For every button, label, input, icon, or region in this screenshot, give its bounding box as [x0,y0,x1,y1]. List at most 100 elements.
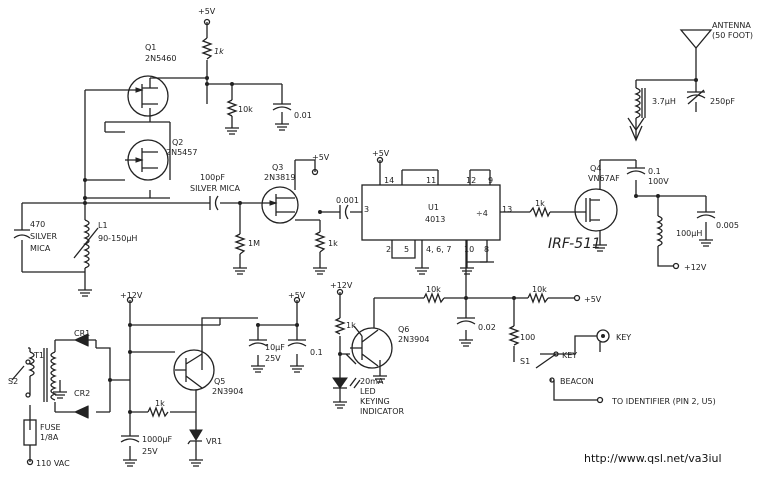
led-rays [349,377,361,389]
antenna-icon [679,29,713,50]
label-pin13: 13 [502,205,512,214]
junction-dots [83,76,698,414]
label-12v-led: +12V [330,281,353,290]
label-r10k-top: 10k [238,105,253,114]
transistor-q6 [350,327,393,369]
label-c1000: 1000µF [142,435,172,444]
label-s1: S1 [520,357,530,366]
label-c01-reg: 0.1 [310,348,323,357]
label-pin9: 9 [488,176,493,185]
label-c1000-v: 25V [142,447,158,456]
label-r1k-reg: 1k [155,399,165,408]
transistor-q5 [173,349,215,391]
label-key-jack: KEY [616,333,631,342]
label-led-type: LED [360,387,376,396]
label-key-switch: KEY [562,351,577,360]
label-fuse-rating: 1/8A [40,433,59,442]
label-tank-value: 470 [30,220,45,229]
label-pin467: 4, 6, 7 [426,245,451,254]
label-pin14: 14 [384,176,394,185]
label-r10k-b: 10k [532,285,547,294]
label-12v-q4: +12V [684,263,707,272]
label-5v-top: +5V [198,7,216,16]
label-led-indicator: INDICATOR [360,407,404,416]
label-c0005: 0.005 [716,221,739,230]
label-cout-v1: 0.1 [648,167,661,176]
label-q6-part: 2N3904 [398,335,429,344]
label-fuse: FUSE [40,423,61,432]
label-c10uf-v: 25V [265,354,281,363]
label-q3-part: 2N3819 [264,173,295,182]
label-r100: 100 [520,333,535,342]
label-l1-value: 90-150µH [98,234,137,243]
label-pin2: 2 [386,245,391,254]
label-cout-v2: 100V [648,177,669,186]
transistor-q2 [125,139,169,181]
label-antenna: ANTENNA [712,21,751,30]
label-100pf: 100pF [200,173,225,182]
label-c0001: 0.001 [336,196,359,205]
label-identifier: TO IDENTIFIER (PIN 2, U5) [611,397,716,406]
label-100pf-type: SILVER MICA [190,184,240,193]
label-pin11: 11 [426,176,436,185]
label-l1-ref: L1 [98,221,108,230]
switch-s1 [549,351,559,383]
resistors [147,37,551,418]
label-q3-ref: Q3 [272,163,283,172]
transistor-q3 [261,186,299,224]
label-led-current: 20mA [360,377,384,386]
label-pin12: 12 [466,176,476,185]
label-c001-top: 0.01 [294,111,312,120]
label-r10k-a: 10k [426,285,441,294]
label-q2-part: 2N5457 [166,148,197,157]
label-c250: 250pF [710,97,735,106]
fuse-body [23,419,37,446]
key-jack [596,329,610,352]
source-url: http://www.qsl.net/va3iul [584,452,722,465]
label-l37: 3.7µH [652,97,676,106]
labels: +5V 1k 10k 0.01 Q1 2N5460 Q2 2N5457 470 … [8,7,753,468]
label-q5-ref: Q5 [214,377,225,386]
label-q1-ref: Q1 [145,43,156,52]
label-s2: S2 [8,377,18,386]
label-q1-part: 2N5460 [145,54,176,63]
label-r1k-u1: 1k [535,199,545,208]
label-t1: T1 [33,351,44,360]
label-pin10: 10 [464,245,474,254]
label-cr2: CR2 [74,389,90,398]
label-q4-ref: Q4 [590,164,601,173]
label-pin3: 3 [364,205,369,214]
label-antenna-len: (50 FOOT) [712,31,753,40]
label-u1-part: 4013 [425,215,445,224]
label-5v-q3: +5V [312,153,330,162]
label-l100: 100µH [676,229,702,238]
switch-s2 [11,359,34,466]
label-vac: 110 VAC [36,459,70,468]
label-beacon: BEACON [560,377,594,386]
label-u1-div: ÷4 [476,209,488,218]
label-led-keying: KEYING [360,397,390,406]
label-5v-reg: +5V [288,291,306,300]
label-q6-ref: Q6 [398,325,409,334]
label-r1m: 1M [248,239,260,248]
label-tank-silver: SILVER [30,232,58,241]
diodes [73,333,348,460]
label-q2-ref: Q2 [172,138,183,147]
label-r1k-q3: 1k [328,239,338,248]
label-vr1: VR1 [206,437,222,446]
label-q5-part: 2N3904 [212,387,243,396]
capacitors [13,89,716,443]
transistor-q1 [125,75,169,117]
label-handwritten: IRF-511 [548,236,601,252]
label-u1-ref: U1 [428,203,439,212]
label-r1k-led: 1k [346,321,356,330]
label-5v-bus: +5V [584,295,602,304]
label-pin5: 5 [404,245,409,254]
label-pin8: 8 [484,245,489,254]
label-12v-reg: +12V [120,291,143,300]
transistor-q4 [574,188,618,232]
terminals [126,18,680,404]
label-c002: 0.02 [478,323,496,332]
inductors [73,87,663,269]
